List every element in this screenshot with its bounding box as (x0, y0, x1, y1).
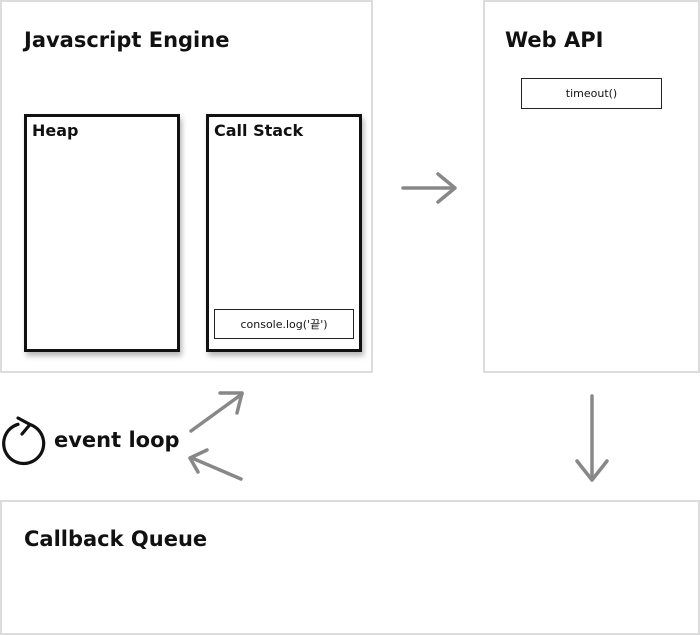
heap-box: Heap (24, 114, 180, 352)
right-arrow-icon (401, 172, 457, 204)
web-api-title: Web API (505, 28, 604, 52)
web-api-item: timeout() (521, 78, 662, 109)
refresh-icon (2, 416, 46, 466)
heap-title: Heap (32, 121, 79, 140)
callback-queue-panel: Callback Queue (0, 500, 700, 635)
call-stack-box: Call Stack console.log('끝') (206, 114, 362, 352)
event-loop-label: event loop (54, 428, 180, 452)
down-arrow-icon (575, 394, 609, 482)
callback-queue-title: Callback Queue (24, 527, 208, 551)
call-stack-item: console.log('끝') (214, 309, 354, 339)
left-arrow-icon (188, 448, 243, 481)
javascript-engine-panel: Javascript Engine Heap Call Stack consol… (0, 0, 373, 373)
call-stack-title: Call Stack (214, 121, 304, 140)
web-api-panel: Web API timeout() (483, 0, 700, 373)
up-right-arrow-icon (189, 391, 244, 433)
javascript-engine-title: Javascript Engine (24, 28, 230, 52)
